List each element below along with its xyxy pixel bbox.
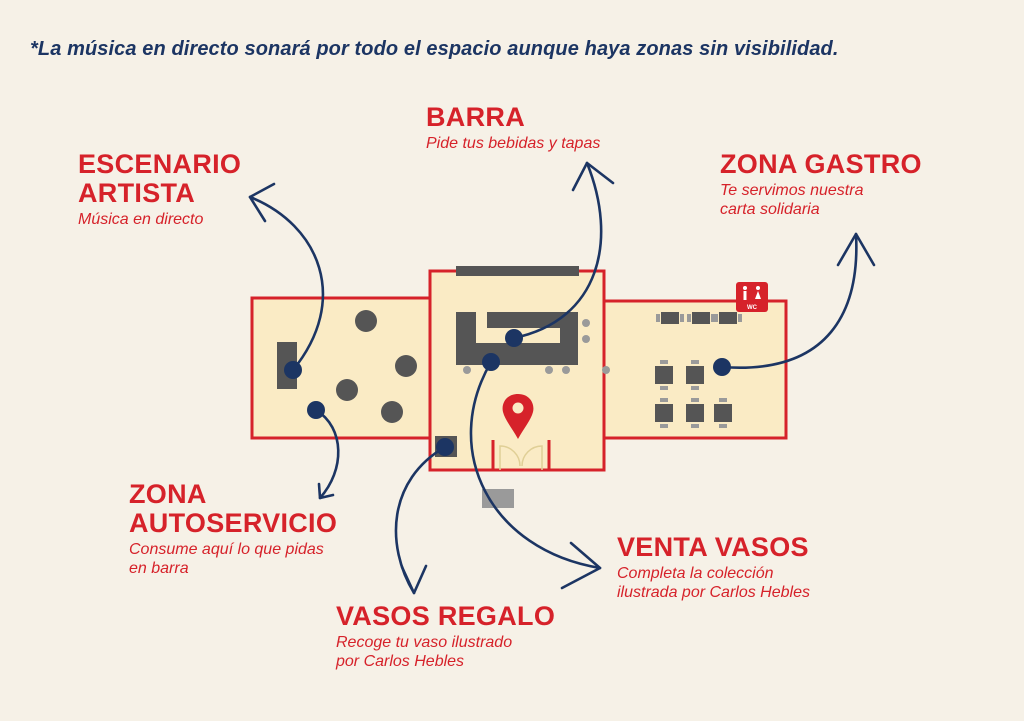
label-barra: BARRA Pide tus bebidas y tapas (426, 103, 600, 153)
label-subtitle: Completa la colección (617, 565, 774, 582)
arrowhead-venta-vasos (560, 541, 602, 590)
table (655, 366, 673, 384)
info-note: *La música en directo sonará por todo el… (30, 38, 839, 60)
label-subtitle: ilustrada por Carlos Hebles (617, 584, 810, 601)
wc-icon: WC (736, 282, 768, 312)
label-venta-vasos: VENTA VASOS Completa la colección ilustr… (617, 533, 810, 602)
bar-stool (582, 319, 590, 327)
dot-vasos-regalo (436, 438, 454, 456)
label-escenario-artista: ESCENARIO ARTISTA Música en directo (78, 150, 241, 229)
arrowhead-gastro (836, 232, 876, 267)
dot-gastro (713, 358, 731, 376)
callout-arrows (248, 161, 876, 595)
label-subtitle: Te servimos nuestra (720, 182, 864, 199)
label-subtitle: carta solidaria (720, 201, 820, 218)
table (719, 312, 737, 324)
dot-escenario (284, 361, 302, 379)
arrow-escenario (248, 195, 325, 372)
arrow-venta-vasos (469, 360, 602, 570)
label-subtitle: Consume aquí lo que pidas (129, 541, 324, 558)
label-title: ZONA GASTRO (720, 149, 922, 179)
floor-area (250, 269, 788, 472)
bar-stool (582, 335, 590, 343)
wc-label: WC (747, 305, 758, 311)
label-title: BARRA (426, 102, 525, 132)
dot-barra (505, 329, 523, 347)
bar-stool (562, 366, 570, 374)
label-subtitle: Recoge tu vaso ilustrado (336, 634, 513, 651)
table (655, 404, 673, 422)
label-title: VASOS REGALO (336, 601, 556, 631)
label-zona-autoservicio: ZONA AUTOSERVICIO Consume aquí lo que pi… (129, 480, 337, 578)
round-table (336, 379, 358, 401)
arrow-barra (512, 161, 603, 340)
back-shelf (456, 266, 579, 276)
round-table (395, 355, 417, 377)
arrow-autoservicio (314, 408, 340, 500)
bar-stool (545, 366, 553, 374)
arrow-gastro (720, 232, 858, 369)
dot-venta-vasos (482, 353, 500, 371)
gastro-chairs (656, 314, 742, 428)
label-subtitle: Música en directo (78, 211, 204, 228)
label-title: VENTA VASOS (617, 532, 809, 562)
table (714, 404, 732, 422)
entrance-mat (482, 489, 514, 508)
arrowhead-barra (571, 161, 615, 192)
bar-stool (463, 366, 471, 374)
label-title: AUTOSERVICIO (129, 508, 338, 538)
door-icon (499, 445, 543, 470)
arrowhead-vasos-regalo (400, 564, 428, 595)
label-title: ESCENARIO (78, 149, 242, 179)
arrowhead-escenario (248, 182, 276, 223)
table (686, 366, 704, 384)
round-table (381, 401, 403, 423)
round-table (355, 310, 377, 332)
label-zona-gastro: ZONA GASTRO Te servimos nuestra carta so… (720, 150, 922, 219)
arrowhead-autoservicio (317, 482, 335, 500)
label-subtitle: en barra (129, 560, 189, 577)
table (661, 312, 679, 324)
location-pin-icon (502, 394, 534, 439)
dot-autoservicio (307, 401, 325, 419)
table (686, 404, 704, 422)
origin-dots (284, 329, 731, 456)
label-title: ARTISTA (78, 178, 196, 208)
label-subtitle: Pide tus bebidas y tapas (426, 135, 601, 152)
table (692, 312, 710, 324)
bar-stool (602, 366, 610, 374)
gastro-seating (655, 312, 737, 422)
label-vasos-regalo: VASOS REGALO Recoge tu vaso ilustrado po… (336, 602, 555, 671)
label-title: ZONA (129, 479, 207, 509)
label-subtitle: por Carlos Hebles (336, 653, 465, 670)
